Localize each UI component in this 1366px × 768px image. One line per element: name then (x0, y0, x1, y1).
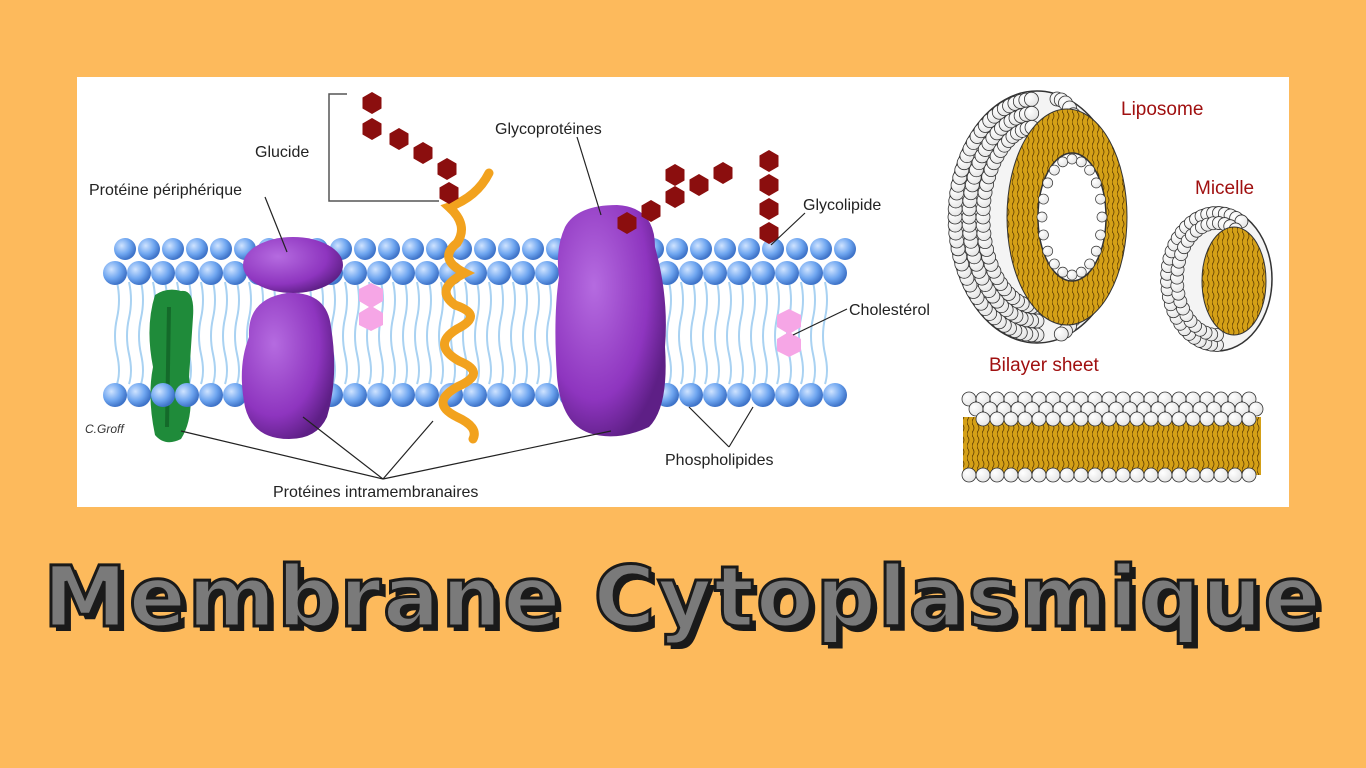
bilayer-sheet (961, 391, 1264, 483)
label-proteines-intramembranaires: Protéines intramembranaires (273, 484, 478, 501)
label-liposome: Liposome (1121, 99, 1203, 120)
label-glycoproteines: Glycoprotéines (495, 121, 602, 138)
label-cholesterol: Cholestérol (849, 302, 930, 319)
membrane-diagram: Glucide Glycoprotéines Protéine périphér… (85, 77, 1273, 507)
liposome (947, 90, 1128, 344)
glucide-bracket (328, 93, 439, 202)
phospholipid-heads (103, 238, 856, 407)
polypeptide-chain (438, 168, 494, 444)
artist-signature: C.Groff (85, 422, 125, 436)
leader-lines (180, 136, 848, 480)
integral-protein-left (241, 292, 335, 439)
green-integral-protein (149, 289, 194, 443)
glycoprotein (555, 205, 666, 437)
label-phospholipides: Phospholipides (665, 452, 774, 469)
label-proteine-peripherique: Protéine périphérique (89, 182, 242, 199)
label-glycolipide: Glycolipide (803, 197, 881, 214)
label-glucide: Glucide (255, 144, 309, 161)
membrane-figure: Glucide Glycoprotéines Protéine périphér… (77, 77, 1289, 507)
label-micelle: Micelle (1195, 178, 1254, 199)
peripheral-protein (243, 237, 343, 293)
label-bilayer-sheet: Bilayer sheet (989, 355, 1100, 376)
cholesterol-molecule-2 (777, 309, 801, 357)
cholesterol-molecule-1 (359, 283, 383, 331)
page-title: Membrane Cytoplasmique (42, 547, 1323, 648)
glucide-chains (362, 92, 779, 244)
micelle (1160, 206, 1273, 352)
green-protein-shade (165, 306, 171, 428)
